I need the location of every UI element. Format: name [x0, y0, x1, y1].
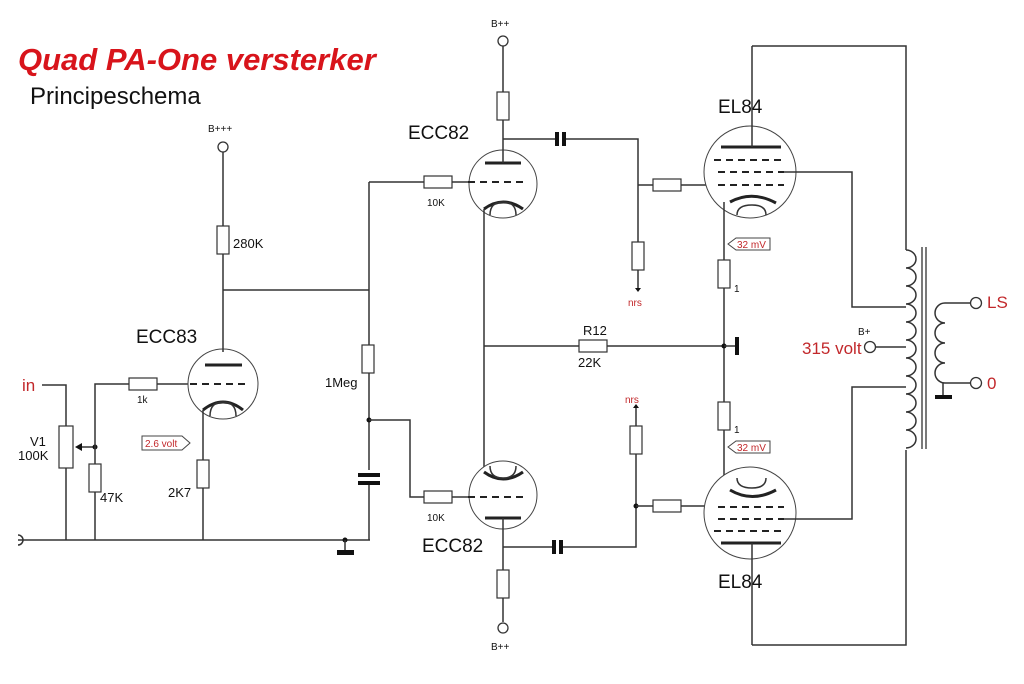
ground-icon — [337, 550, 354, 555]
tube-label-el84-bottom: EL84 — [718, 572, 763, 593]
resistor-r12-value: 22K — [578, 355, 601, 370]
el84-bottom-cathode — [729, 488, 777, 498]
capacitor-plate — [358, 481, 380, 485]
resistor-r12 — [578, 339, 608, 353]
resistor-grid-el84-top — [652, 178, 682, 192]
tube-label-ecc83: ECC83 — [136, 327, 197, 348]
supply-label-bppp: B+++ — [208, 124, 232, 135]
resistor-280k-label: 280K — [233, 236, 264, 251]
pot-wiper-arrow-icon — [75, 443, 82, 451]
output-stage: EL84 32 mV 1 1 32 mV EL84 — [652, 45, 1008, 646]
el84-top-heater — [736, 204, 767, 216]
arrow-icon — [633, 404, 639, 408]
pot-value: 100K — [18, 448, 49, 463]
supply-voltage-label: 315 volt — [802, 339, 862, 358]
wire — [784, 171, 906, 308]
wire — [752, 45, 907, 250]
el84-top-cathode — [729, 194, 777, 205]
ground-icon — [735, 337, 739, 355]
nrs-label-top: nrs — [628, 298, 642, 309]
resistor-r12-name: R12 — [583, 323, 607, 338]
bottom-grid-wire — [369, 419, 424, 498]
el84-bottom-heater — [736, 477, 767, 489]
resistor-47k — [88, 463, 102, 493]
voltage-tag — [141, 435, 191, 451]
tube-label-el84-top: EL84 — [718, 97, 763, 118]
resistor-10k-top-label: 10K — [427, 198, 445, 209]
resistor-2k7-label: 2K7 — [168, 485, 191, 500]
output-label-ls: LS — [987, 293, 1008, 312]
resistor-nrs-bottom — [629, 425, 643, 455]
resistor-10k-bottom — [423, 490, 453, 504]
transformer-primary — [905, 249, 917, 449]
wire — [752, 450, 907, 646]
supply-label-bpp-top: B++ — [491, 19, 510, 30]
terminal-ground — [969, 376, 983, 390]
arrow-icon — [635, 288, 641, 292]
resistor-1meg-label: 1Meg — [325, 375, 358, 390]
resistor-nrs-top — [631, 241, 645, 271]
supply-label-bpp-bottom: B++ — [491, 642, 510, 653]
schematic-title: Quad PA-One versterker — [18, 42, 378, 77]
terminal-bp — [863, 340, 877, 354]
resistor-2k7 — [196, 459, 210, 489]
resistor-1k-label: 1k — [137, 395, 149, 406]
voltage-el84-top: 32 mV — [737, 240, 766, 251]
resistor-grid-el84-bottom — [652, 499, 682, 513]
capacitor-plate — [358, 473, 380, 477]
resistor-1meg — [361, 344, 375, 374]
coupling-capacitor-bottom — [559, 540, 563, 554]
terminal-bpp-top — [497, 35, 509, 47]
ecc82-bottom-heater — [489, 465, 517, 479]
ecc82-top-heater — [489, 201, 517, 216]
ecc82-bottom-cathode — [483, 470, 524, 481]
nrs-label-bottom: nrs — [625, 395, 639, 406]
resistor-plate-top — [496, 91, 510, 121]
resistor-plate-bottom — [496, 569, 510, 599]
tube-label-ecc82-bottom: ECC82 — [422, 536, 483, 557]
resistor-47k-label: 47K — [100, 490, 123, 505]
resistor-cathode-bottom — [717, 401, 731, 431]
coupling-capacitor-top — [555, 132, 559, 146]
resistor-cathode-top — [717, 259, 731, 289]
resistor-10k-top — [423, 175, 453, 189]
voltage-tag — [727, 440, 771, 454]
input-wire — [42, 384, 67, 426]
resistor-280k — [216, 225, 230, 255]
input-label: in — [22, 376, 35, 395]
phase-splitter-stage: 1Meg 10K ECC82 B++ nrs — [325, 19, 724, 653]
terminal-ls — [969, 296, 983, 310]
supply-label-bp: B+ — [858, 327, 871, 338]
ground-icon — [935, 395, 952, 399]
resistor-cathode-bottom-label: 1 — [734, 425, 740, 436]
volume-potentiometer[interactable] — [58, 425, 74, 469]
voltage-tag — [727, 237, 771, 251]
terminal-bppp — [217, 141, 229, 153]
input-stage: in V1 100K 47K 1k ECC83 2K7 2.6 volt — [17, 124, 370, 546]
terminal-bpp-bottom — [497, 622, 509, 634]
voltage-el84-bottom: 32 mV — [737, 443, 766, 454]
input-ground-terminal — [17, 534, 24, 546]
resistor-1k — [128, 377, 158, 391]
wire — [784, 386, 906, 520]
wire — [566, 138, 639, 242]
tube-ecc83 — [187, 348, 259, 420]
output-label-ground: 0 — [987, 374, 996, 393]
voltage-ecc83-cathode: 2.6 volt — [145, 439, 177, 450]
tube-el84-bottom — [703, 466, 797, 560]
schematic-subtitle: Principeschema — [30, 83, 201, 110]
transformer-secondary — [934, 302, 970, 384]
coupling-capacitor-bottom — [552, 540, 556, 554]
ecc83-heater — [209, 401, 237, 417]
tube-label-ecc82-top: ECC82 — [408, 123, 469, 144]
grid-wire — [94, 383, 129, 464]
pot-name: V1 — [30, 434, 46, 449]
resistor-10k-bottom-label: 10K — [427, 513, 445, 524]
resistor-cathode-top-label: 1 — [734, 284, 740, 295]
coupling-capacitor-top — [562, 132, 566, 146]
wire — [563, 454, 637, 548]
